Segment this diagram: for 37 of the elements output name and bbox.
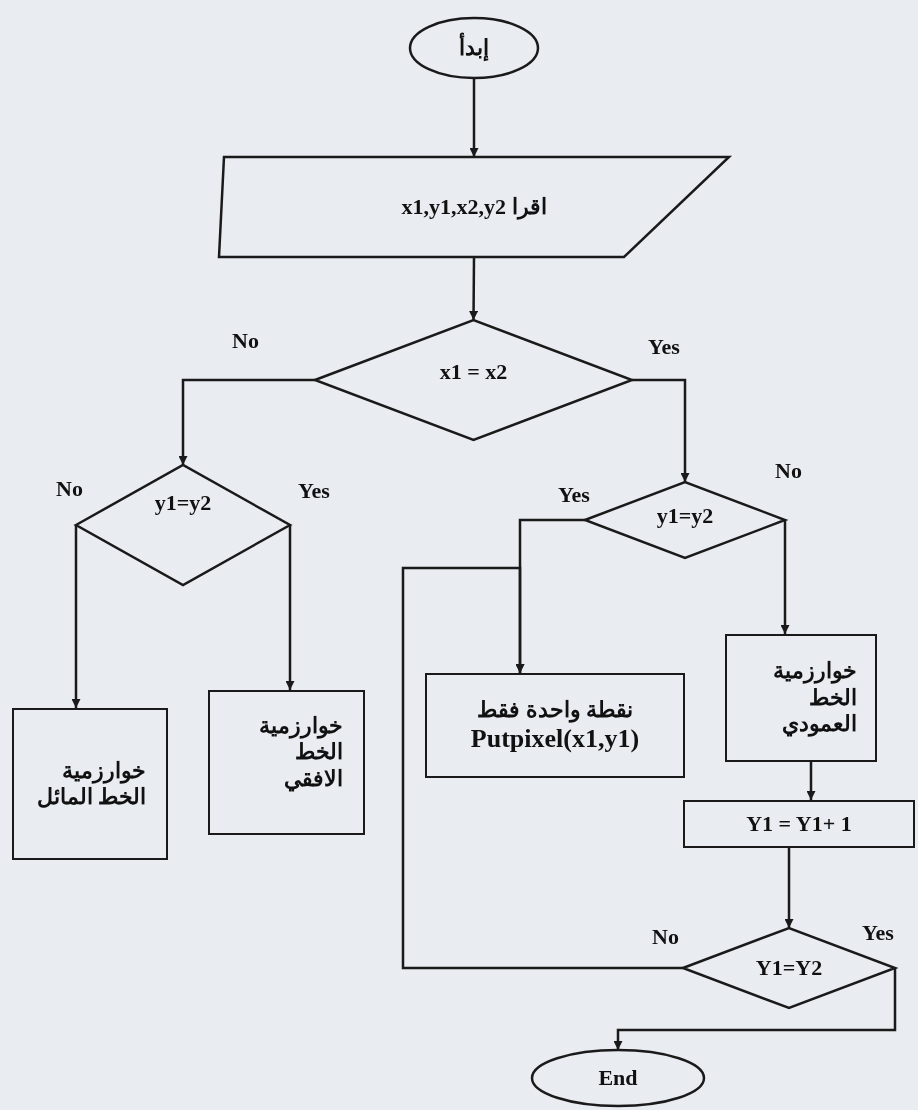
arrow	[784, 848, 794, 928]
branch-label: No	[652, 926, 679, 948]
arrow	[806, 762, 816, 800]
arrow	[469, 257, 479, 320]
arrow	[178, 378, 315, 465]
arrow	[780, 520, 790, 634]
node-text: نقطة واحدة فقط	[477, 696, 633, 724]
branch-label: No	[232, 330, 259, 352]
node-text: End	[598, 1064, 638, 1092]
arrow	[285, 525, 295, 690]
node-text: خوارزمية الخط المائل	[35, 757, 146, 811]
node-text: Putpixel(x1,y1)	[470, 723, 640, 755]
node-text: x1,y1,x2,y2 اقرا	[401, 193, 547, 221]
arrow	[71, 525, 81, 708]
branch-label: Yes	[648, 336, 680, 358]
process-box	[725, 634, 877, 762]
process-box	[683, 800, 915, 848]
node-text: خوارزمية الخط الافقي	[257, 712, 343, 793]
arrow	[401, 566, 683, 970]
node-text: خوارزمية الخط العمودي	[772, 658, 857, 738]
node-text: y1=y2	[154, 489, 212, 517]
branch-label: Yes	[558, 484, 590, 506]
branch-label: No	[56, 478, 83, 500]
branch-label: No	[775, 460, 802, 482]
node-text: x1 = x2	[439, 358, 508, 386]
arrow	[469, 78, 479, 157]
node-text: إبدأ	[459, 34, 489, 62]
node-text: y1=y2	[656, 502, 714, 530]
process-box	[208, 690, 365, 835]
arrow	[613, 968, 897, 1050]
node-text: Y1=Y2	[755, 954, 823, 982]
process-box	[425, 673, 685, 778]
branch-label: Yes	[862, 922, 894, 944]
node-text: Y1 = Y1+ 1	[746, 810, 852, 838]
branch-label: Yes	[298, 480, 330, 502]
process-box	[12, 708, 168, 860]
arrow	[632, 378, 690, 482]
